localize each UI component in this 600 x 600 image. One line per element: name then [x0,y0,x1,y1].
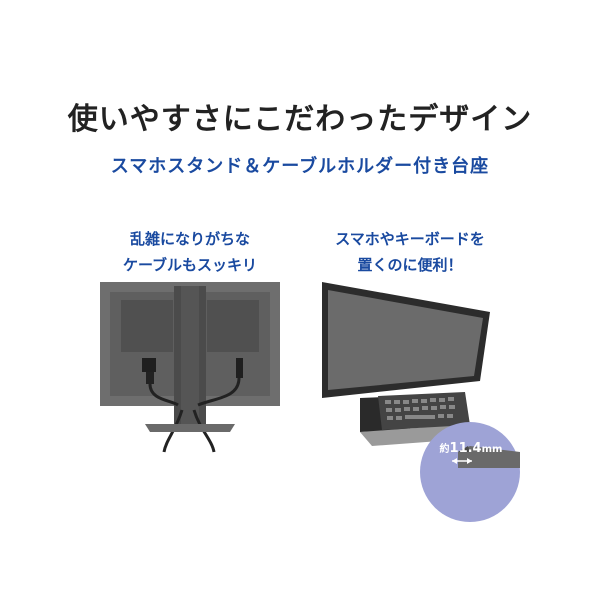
detail-magnifier [420,422,520,522]
hdmi-connector [236,358,243,378]
page-title: 使いやすさにこだわったデザイン [67,102,533,137]
page-subtitle: スマホスタンド＆ケーブルホルダー付き台座 [110,156,490,177]
thickness-prefix: 約 [439,444,450,455]
base-edge-detail [458,446,520,468]
thickness-label: 約11.4mm [426,440,516,456]
left-caption: 乱雑になりがちな ケーブルもスッキリ [90,226,290,278]
monitor-front-illustration [322,282,520,522]
stand-base [145,424,235,432]
right-caption-line1: スマホやキーボードを [335,230,485,248]
monitor-screen [328,290,483,390]
thickness-unit: mm [481,444,503,455]
keyboard [378,392,470,430]
right-caption: スマホやキーボードを 置くのに便利！ [310,226,510,278]
right-caption-line2: 置くのに便利！ [357,256,463,274]
left-caption-line2: ケーブルもスッキリ [122,256,258,274]
left-caption-line1: 乱雑になりがちな [129,230,250,248]
thickness-value: 11.4 [449,441,482,456]
monitor-rear-illustration [100,282,280,453]
power-connector [142,358,156,372]
